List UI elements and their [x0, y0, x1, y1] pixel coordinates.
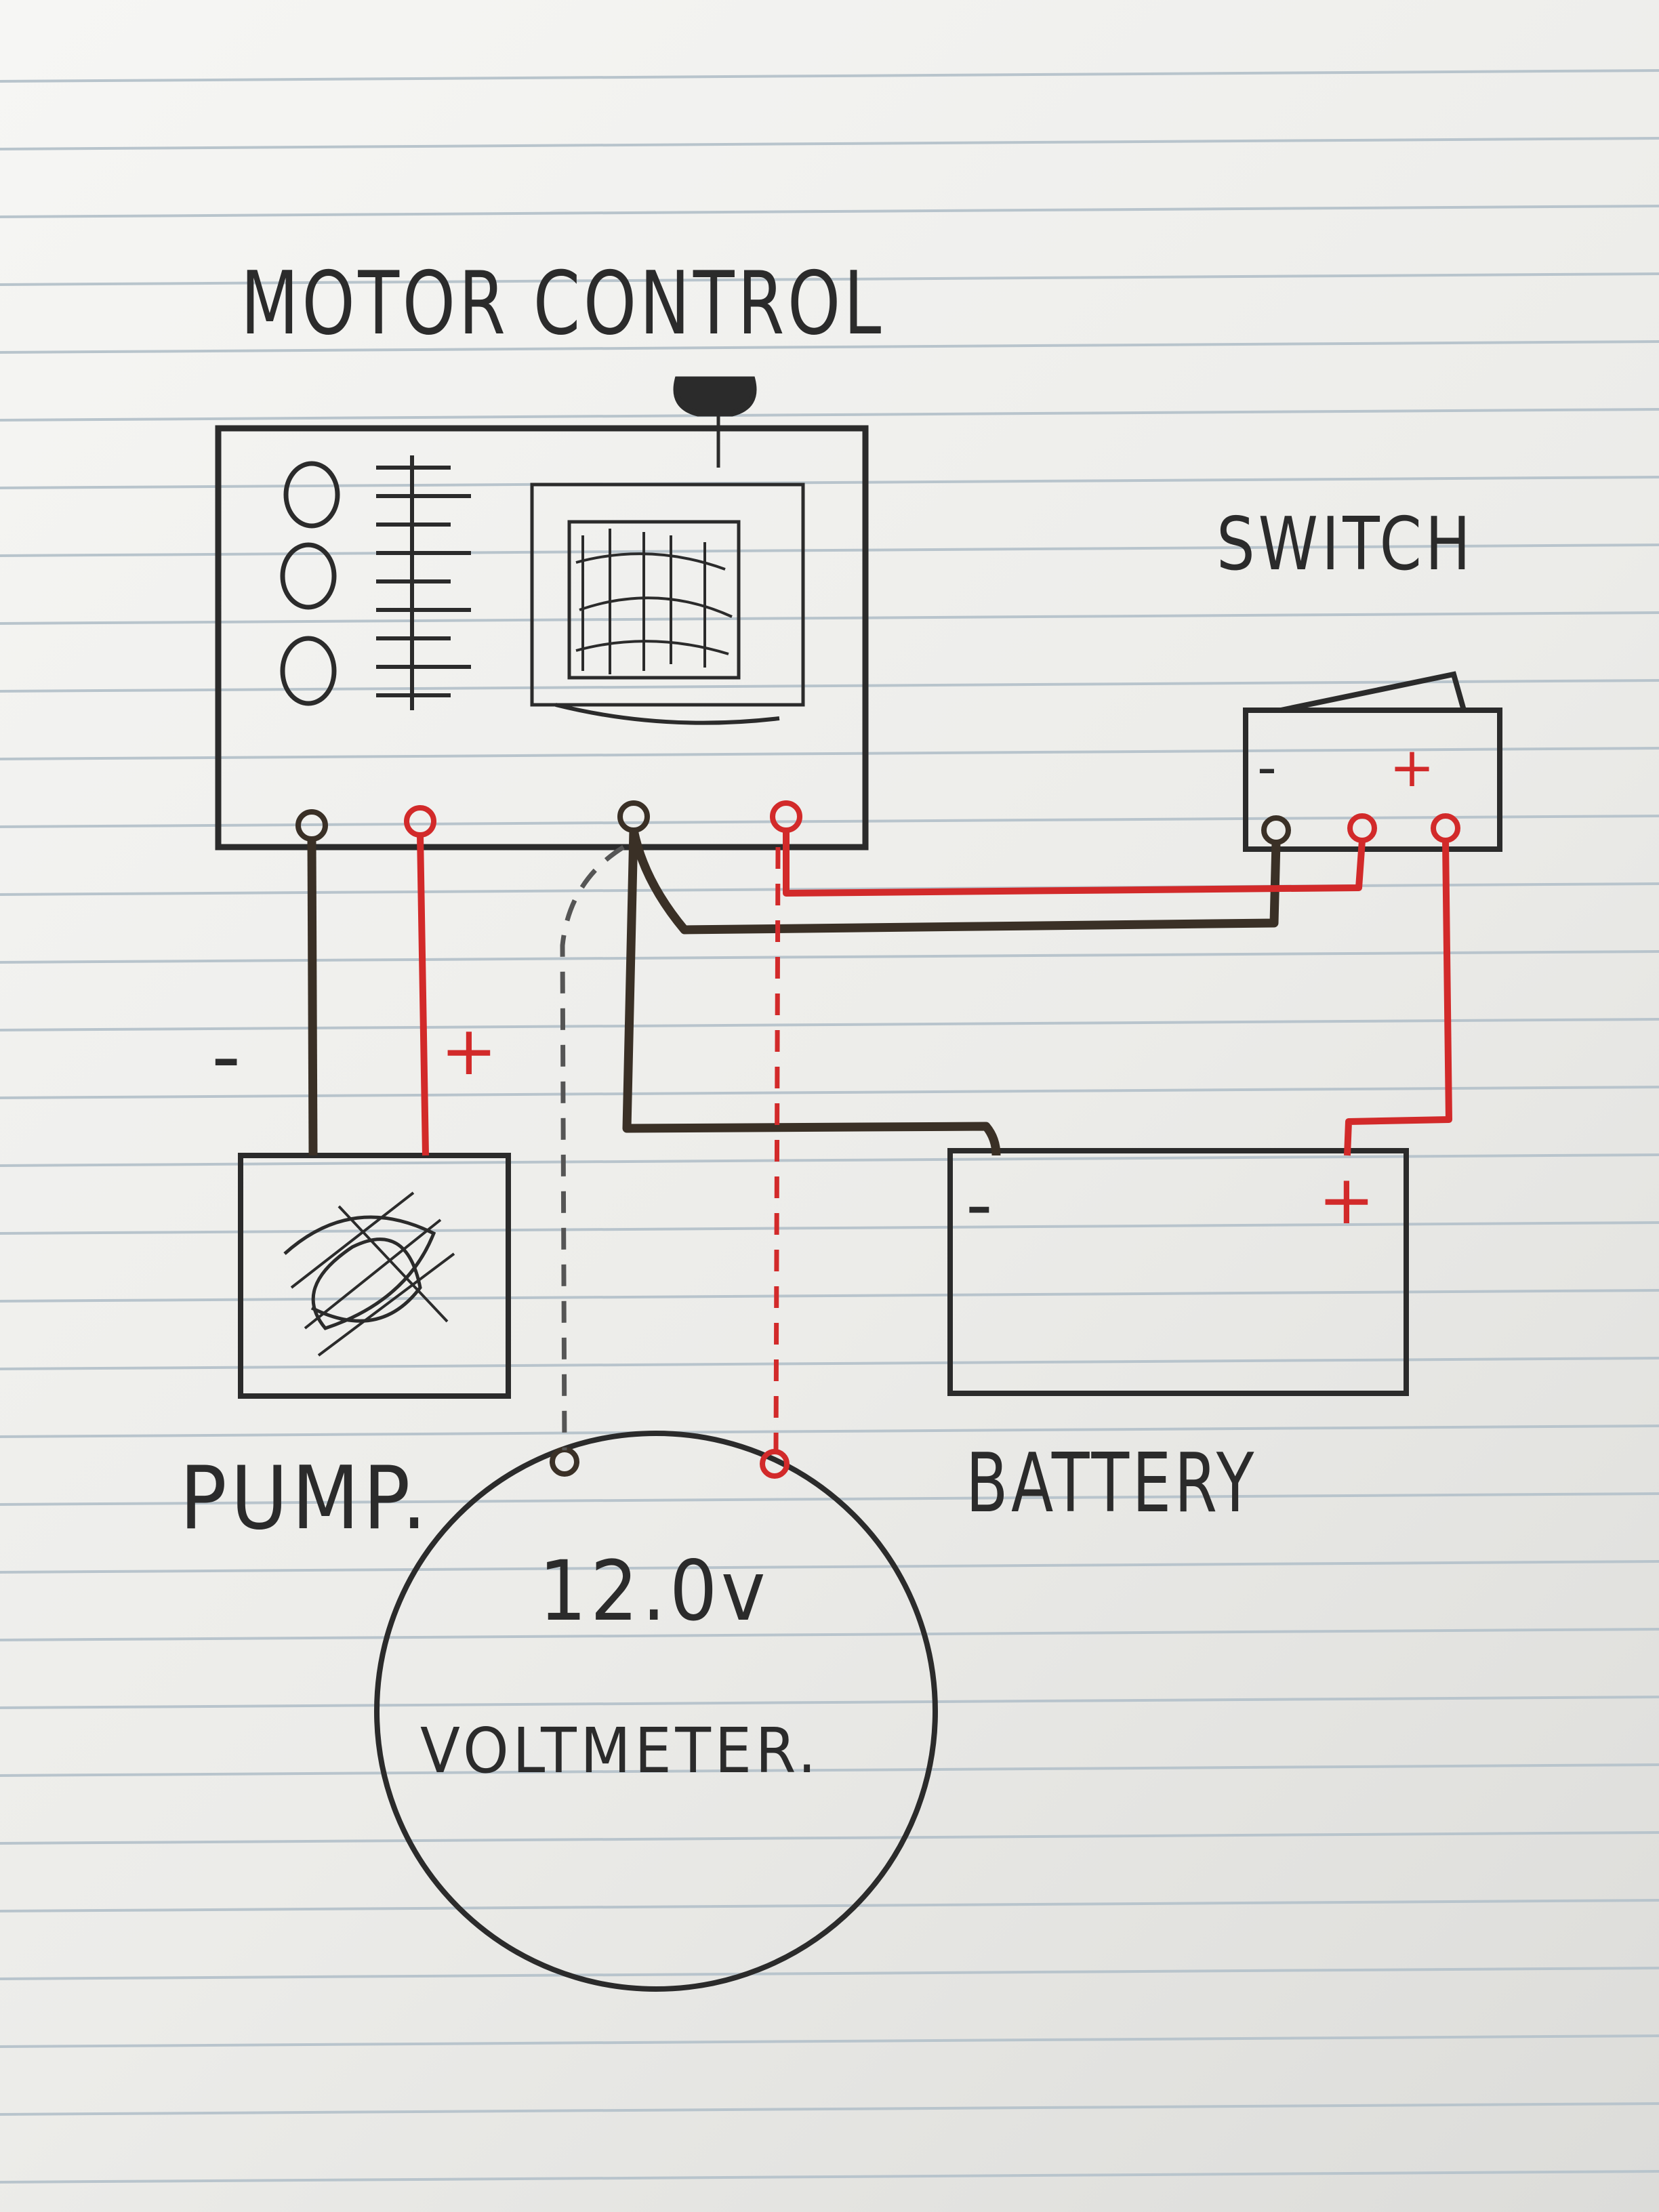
rule-line	[0, 815, 1659, 828]
rule-line	[0, 1425, 1659, 1438]
terminal-positive-2	[770, 800, 802, 833]
switch-body	[1243, 671, 1502, 852]
rule-line	[0, 679, 1659, 693]
rule-line	[0, 611, 1659, 625]
wire-control-to-battery-negative	[622, 830, 1001, 1156]
wire-pump-negative	[307, 838, 318, 1156]
voltmeter-lead-negative	[560, 845, 625, 1451]
rule-line	[0, 1831, 1659, 1845]
voltmeter-reading: 12.0v	[539, 1543, 769, 1639]
voltmeter-terminals	[550, 1447, 790, 1479]
rule-line	[0, 1086, 1659, 1099]
motor-control-indicator-lights	[280, 461, 340, 706]
voltmeter-terminal-positive	[760, 1449, 790, 1479]
rule-line	[0, 1018, 1659, 1031]
rule-line	[0, 272, 1659, 286]
voltmeter-dial	[374, 1431, 938, 1992]
motor-control-box	[215, 376, 869, 851]
wire-pump-positive	[417, 834, 429, 1156]
battery-minus-sign: -	[966, 1161, 997, 1248]
negative-wires	[307, 829, 1281, 1156]
rule-line	[0, 1492, 1659, 1506]
rule-line	[0, 747, 1659, 760]
rule-line	[0, 1967, 1659, 1980]
rule-line	[0, 2034, 1659, 2048]
rule-line	[0, 1289, 1659, 1303]
battery-box	[947, 1148, 1409, 1396]
rule-line	[0, 1560, 1659, 1574]
rule-line	[0, 1357, 1659, 1370]
rule-line	[0, 69, 1659, 83]
rule-line	[0, 1221, 1659, 1235]
motor-control-scale	[376, 455, 471, 710]
rule-line	[0, 340, 1659, 354]
switch-label: SWITCH	[1216, 502, 1474, 587]
switch-terminal-negative	[1261, 815, 1291, 845]
pump-minus-sign: -	[211, 1010, 245, 1104]
positive-wires	[417, 830, 1452, 1156]
switch-terminal-output	[1431, 813, 1460, 843]
wire-control-to-switch-positive	[783, 830, 1366, 897]
rule-line	[0, 882, 1659, 896]
battery-label: BATTERY	[966, 1437, 1257, 1531]
terminal-negative-2	[617, 800, 650, 833]
rule-line	[0, 2170, 1659, 2184]
motor-control-label: MOTOR CONTROL	[241, 253, 884, 354]
rule-line	[0, 544, 1659, 557]
voltmeter-lead-positive	[773, 846, 781, 1452]
rule-line	[0, 476, 1659, 489]
pump-box	[238, 1153, 511, 1399]
indicator-light	[283, 461, 340, 529]
pump-label: PUMP.	[180, 1448, 430, 1549]
indicator-light	[280, 636, 337, 706]
switch-plus-sign: +	[1389, 736, 1439, 799]
indicator-light	[280, 542, 337, 610]
rule-line	[0, 1899, 1659, 1912]
battery-plus-sign: +	[1318, 1160, 1379, 1240]
switch-terminals	[1261, 813, 1460, 845]
motor-control-knob	[673, 376, 757, 417]
rule-line	[0, 137, 1659, 150]
switch-minus-sign: -	[1257, 736, 1281, 799]
rule-line	[0, 1153, 1659, 1167]
paper-rule-lines	[0, 69, 1659, 2184]
switch-terminal-positive	[1347, 813, 1377, 843]
rule-line	[0, 950, 1659, 964]
rule-line	[0, 1628, 1659, 1641]
terminal-positive	[404, 805, 436, 838]
rule-line	[0, 1696, 1659, 1709]
rule-line	[0, 2102, 1659, 2116]
voltmeter-leads	[560, 845, 781, 1452]
motor-control-display	[530, 483, 805, 725]
voltmeter-label: VOLTMETER.	[420, 1715, 820, 1787]
rule-line	[0, 205, 1659, 218]
rule-line	[0, 408, 1659, 422]
pump-plus-sign: +	[441, 1011, 501, 1090]
voltmeter-terminal-negative	[550, 1447, 579, 1477]
rule-line	[0, 1763, 1659, 1777]
wire-switch-to-battery-positive	[1344, 840, 1452, 1156]
